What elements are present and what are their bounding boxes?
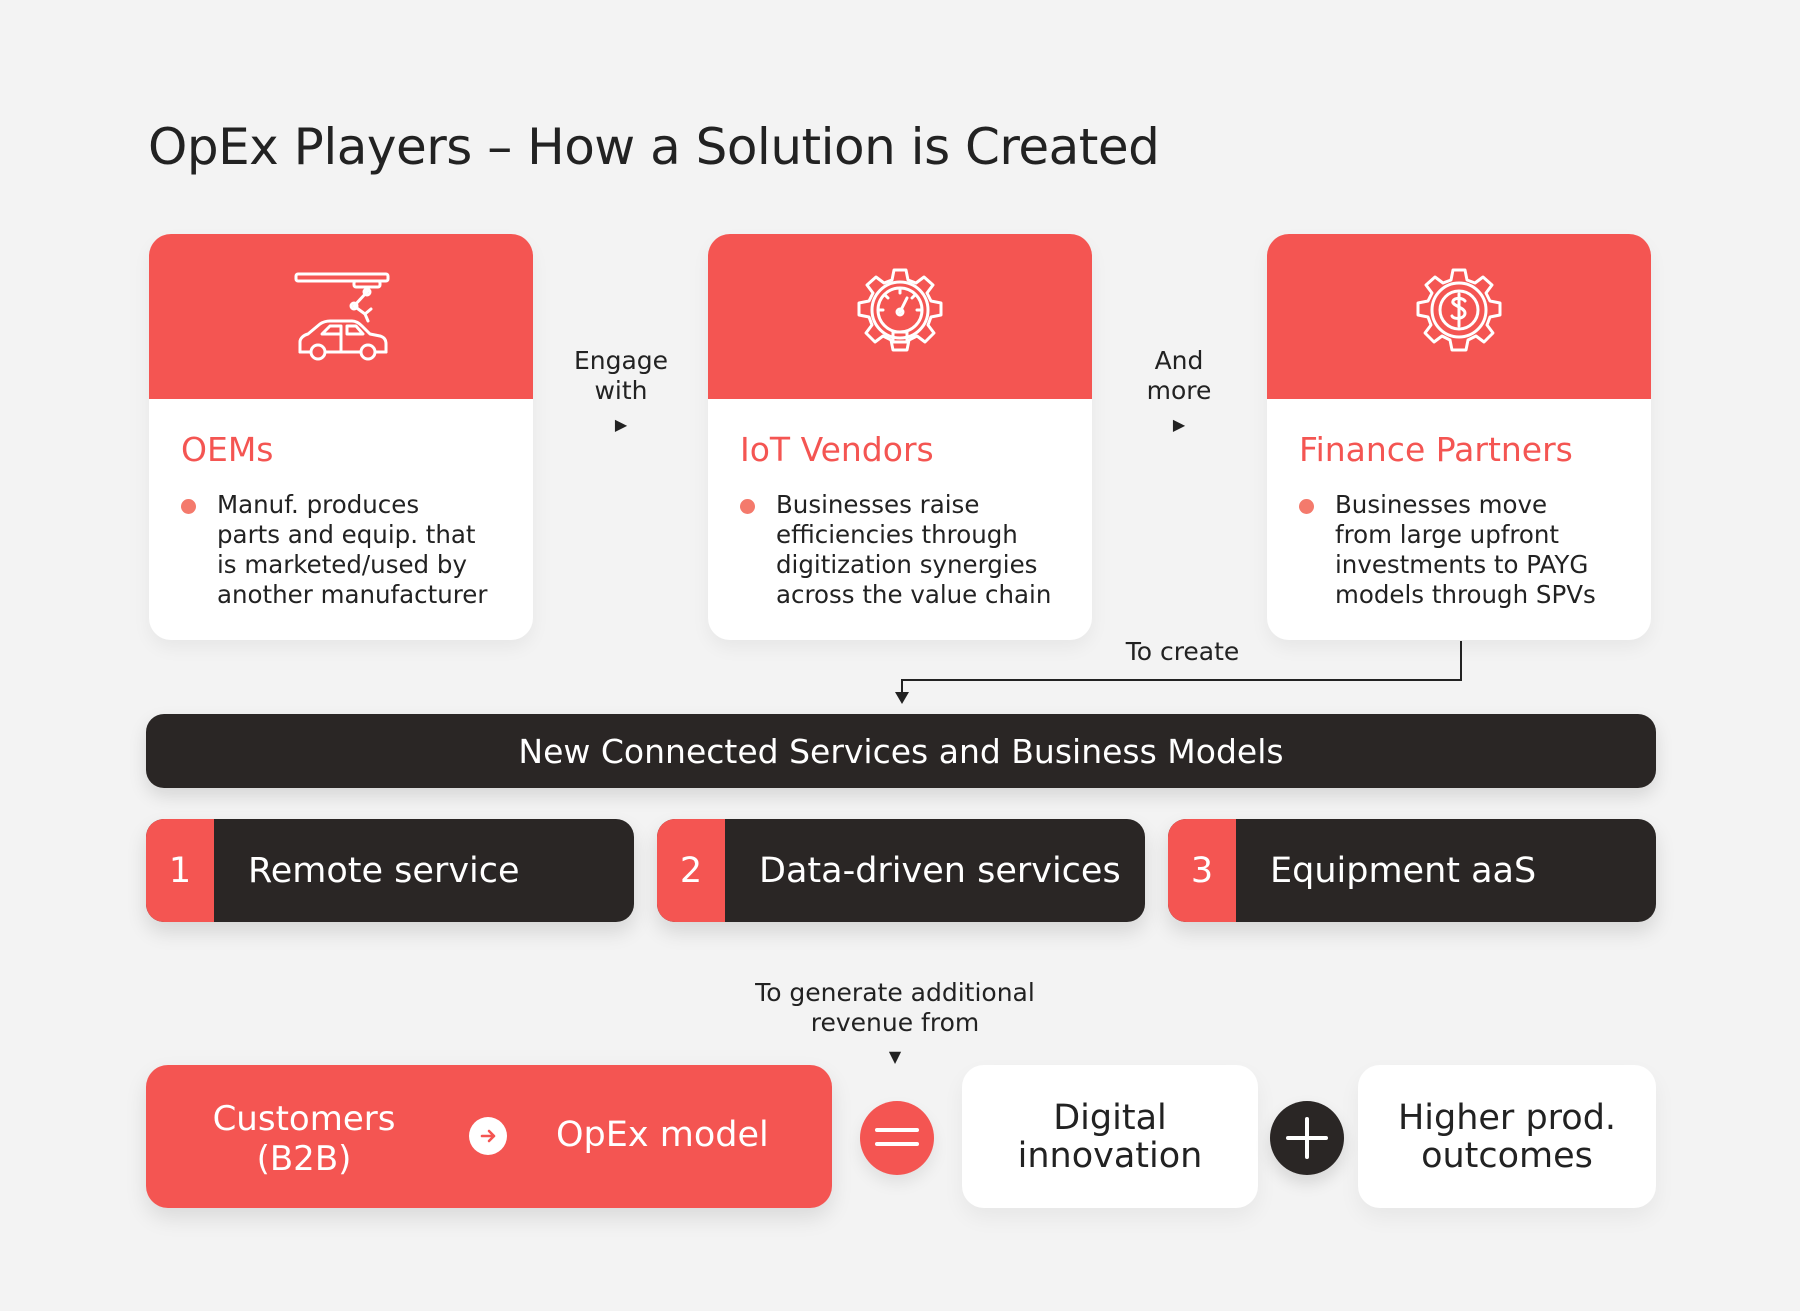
bullet-text: Manuf. produces parts and equip. that is… <box>217 490 488 609</box>
card-header <box>1267 234 1651 399</box>
plus-icon <box>1270 1101 1344 1175</box>
arrow-right-circle-icon <box>469 1117 507 1155</box>
card-title: IoT Vendors <box>740 430 934 469</box>
bullet-dot <box>1299 499 1314 514</box>
service-number: 3 <box>1168 819 1236 922</box>
connector-engage-label: Engage with <box>573 346 669 405</box>
service-label: Data-driven services <box>759 850 1121 891</box>
higher-outcomes-box: Higher prod. outcomes <box>1358 1065 1656 1208</box>
connector-generate: To generate additional revenue from ▼ <box>740 948 1050 1096</box>
connector-generate-label: To generate additional revenue from <box>755 978 1035 1037</box>
card-iot-vendors: IoT Vendors Businesses raise efficiencie… <box>708 234 1092 640</box>
connector-to-create: To create <box>1125 637 1240 666</box>
customers-opex-box: Customers (B2B) OpEx model <box>146 1065 832 1208</box>
service-equipment-aas: 3 Equipment aaS <box>1168 819 1656 922</box>
bullet-dot <box>740 499 755 514</box>
card-bullet: Businesses move from large upfront inves… <box>1299 490 1629 610</box>
card-oems: OEMs Manuf. produces parts and equip. th… <box>149 234 533 640</box>
service-number: 2 <box>657 819 725 922</box>
arrow-right-icon: ▶ <box>1172 415 1186 434</box>
page-title: OpEx Players – How a Solution is Created <box>148 118 1160 176</box>
connector-and-more: And more ▶ <box>1110 316 1248 464</box>
opex-label: OpEx model <box>556 1115 769 1155</box>
service-label: Remote service <box>248 850 520 891</box>
connector-engage: Engage with ▶ <box>552 316 690 464</box>
arrow-down-icon: ▼ <box>888 1047 902 1066</box>
robot-arm-car-icon <box>294 272 390 360</box>
card-header <box>149 234 533 399</box>
connector-and-more-label: And more <box>1146 346 1212 405</box>
bullet-text: Businesses raise efficiencies through di… <box>776 490 1052 609</box>
card-title: OEMs <box>181 430 274 469</box>
customers-label: Customers (B2B) <box>212 1099 396 1179</box>
card-bullet: Businesses raise efficiencies through di… <box>740 490 1070 610</box>
service-number: 1 <box>146 819 214 922</box>
service-data-driven: 2 Data-driven services <box>657 819 1145 922</box>
card-bullet: Manuf. produces parts and equip. that is… <box>181 490 511 610</box>
card-finance-partners: Finance Partners Businesses move from la… <box>1267 234 1651 640</box>
service-remote: 1 Remote service <box>146 819 634 922</box>
arrow-right-icon: ▶ <box>614 415 628 434</box>
bullet-dot <box>181 499 196 514</box>
service-label: Equipment aaS <box>1270 850 1537 891</box>
banner-new-services: New Connected Services and Business Mode… <box>146 714 1656 788</box>
arrow-down-icon <box>895 692 909 704</box>
bullet-text: Businesses move from large upfront inves… <box>1335 490 1596 609</box>
card-header <box>708 234 1092 399</box>
card-title: Finance Partners <box>1299 430 1573 469</box>
gear-dollar-icon <box>1416 268 1502 351</box>
digital-innovation-box: Digital innovation <box>962 1065 1258 1208</box>
gear-gauge-icon <box>857 268 943 351</box>
equals-icon <box>860 1101 934 1175</box>
